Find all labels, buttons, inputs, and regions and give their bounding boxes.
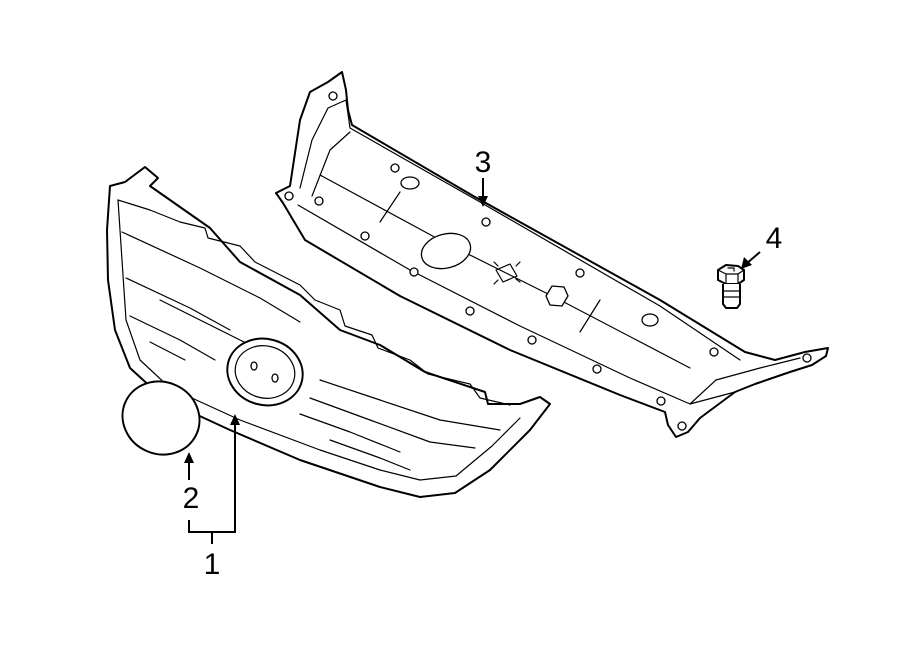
emblem	[121, 380, 201, 456]
callout-4-leader	[741, 251, 761, 269]
callout-1-leader	[188, 414, 240, 544]
bolt	[717, 264, 745, 309]
mounting-holes	[284, 91, 812, 431]
callout-2: 2	[183, 482, 200, 515]
callout-3: 3	[475, 146, 492, 179]
grille-support-panel	[275, 71, 829, 438]
callout-2-leader	[184, 452, 194, 480]
callout-1: 1	[204, 548, 221, 581]
callout-4: 4	[766, 222, 783, 255]
callout-3-leader	[478, 178, 488, 207]
